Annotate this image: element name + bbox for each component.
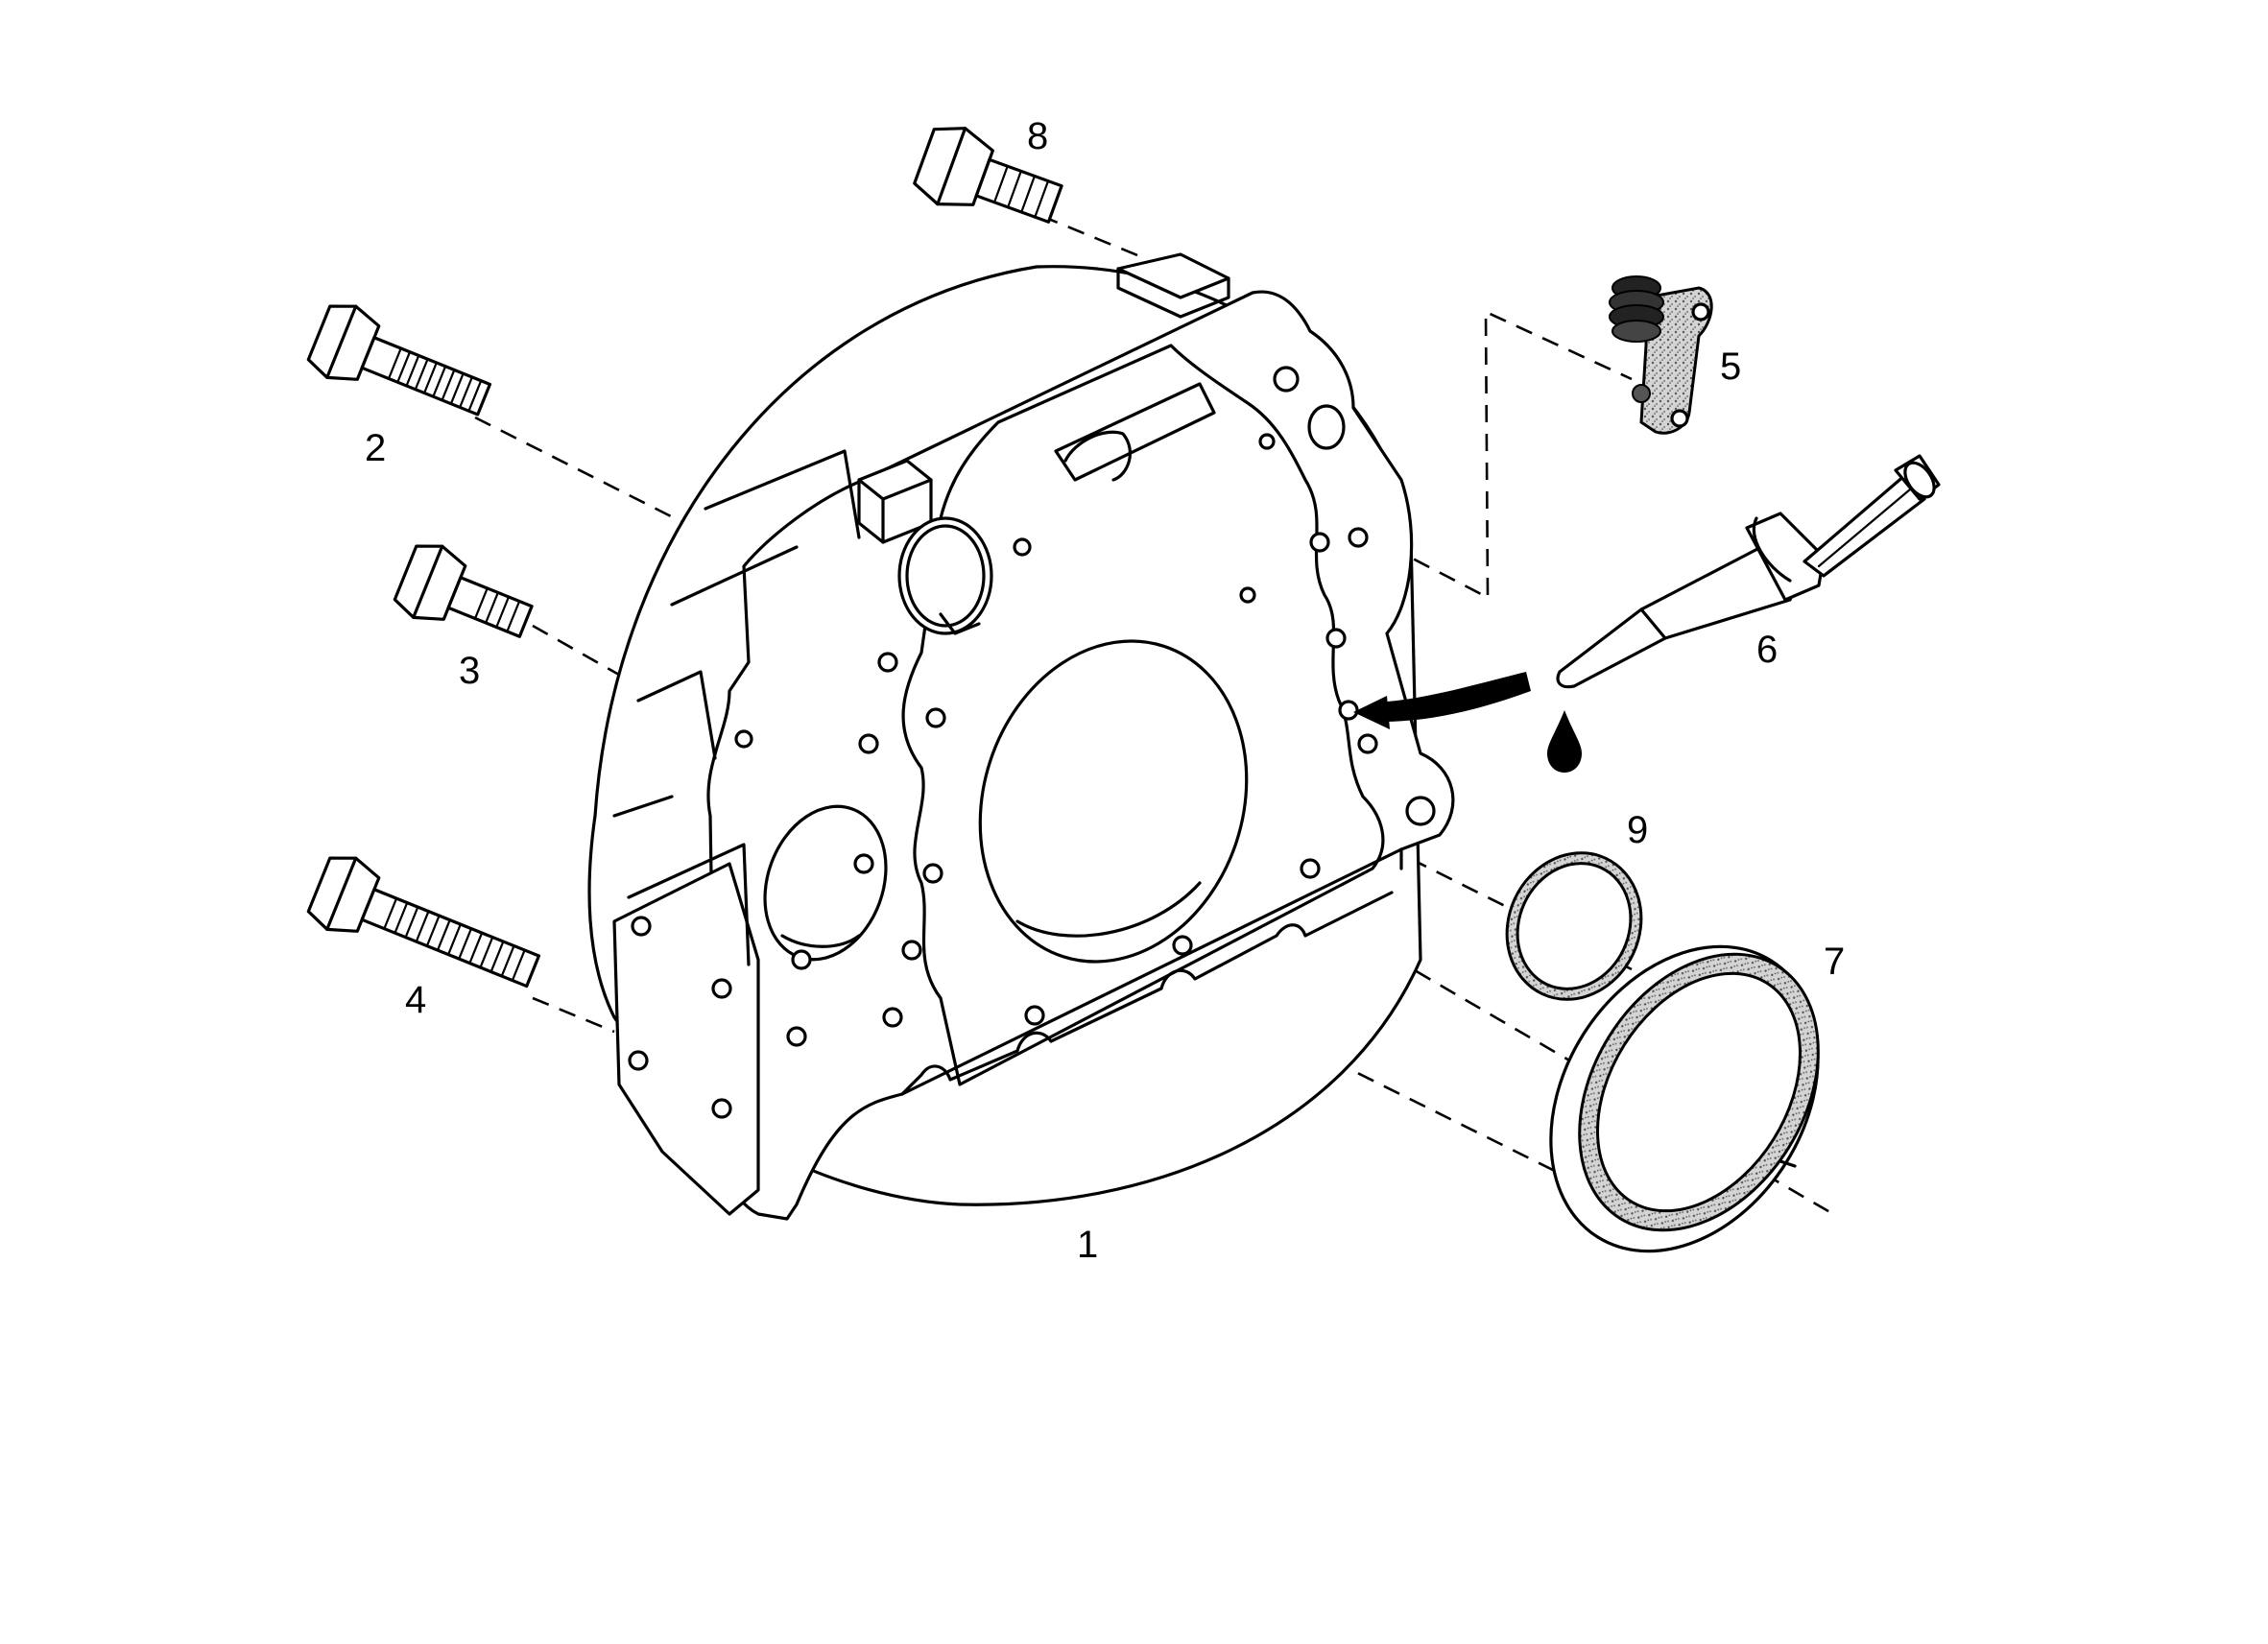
seal-ring-icon (1549, 944, 1820, 1253)
label-part-4: 4 (405, 979, 426, 1021)
label-part-5: 5 (1720, 345, 1741, 388)
oring-icon (1505, 851, 1643, 1001)
bolt-icon (393, 544, 534, 638)
label-part-3: 3 (459, 650, 480, 692)
bolt-icon (306, 856, 541, 989)
bolt-icon (913, 127, 1063, 224)
plug-icon (1609, 275, 1713, 435)
label-part-2: 2 (365, 427, 386, 469)
housing-icon (587, 252, 1455, 1221)
flange-holes (734, 366, 1436, 1047)
bolt-icon (306, 304, 492, 417)
label-part-7: 7 (1824, 941, 1845, 983)
label-part-9: 9 (1627, 809, 1648, 851)
oil-drop-icon (1547, 710, 1582, 773)
label-part-6: 6 (1756, 629, 1778, 671)
label-part-1: 1 (1077, 1224, 1098, 1266)
part-labels: 1 2 3 4 5 6 7 8 9 (365, 115, 1845, 1266)
arrow-icon (1353, 672, 1531, 729)
sealant-tube-icon (1556, 454, 1941, 689)
label-part-8: 8 (1027, 115, 1048, 157)
